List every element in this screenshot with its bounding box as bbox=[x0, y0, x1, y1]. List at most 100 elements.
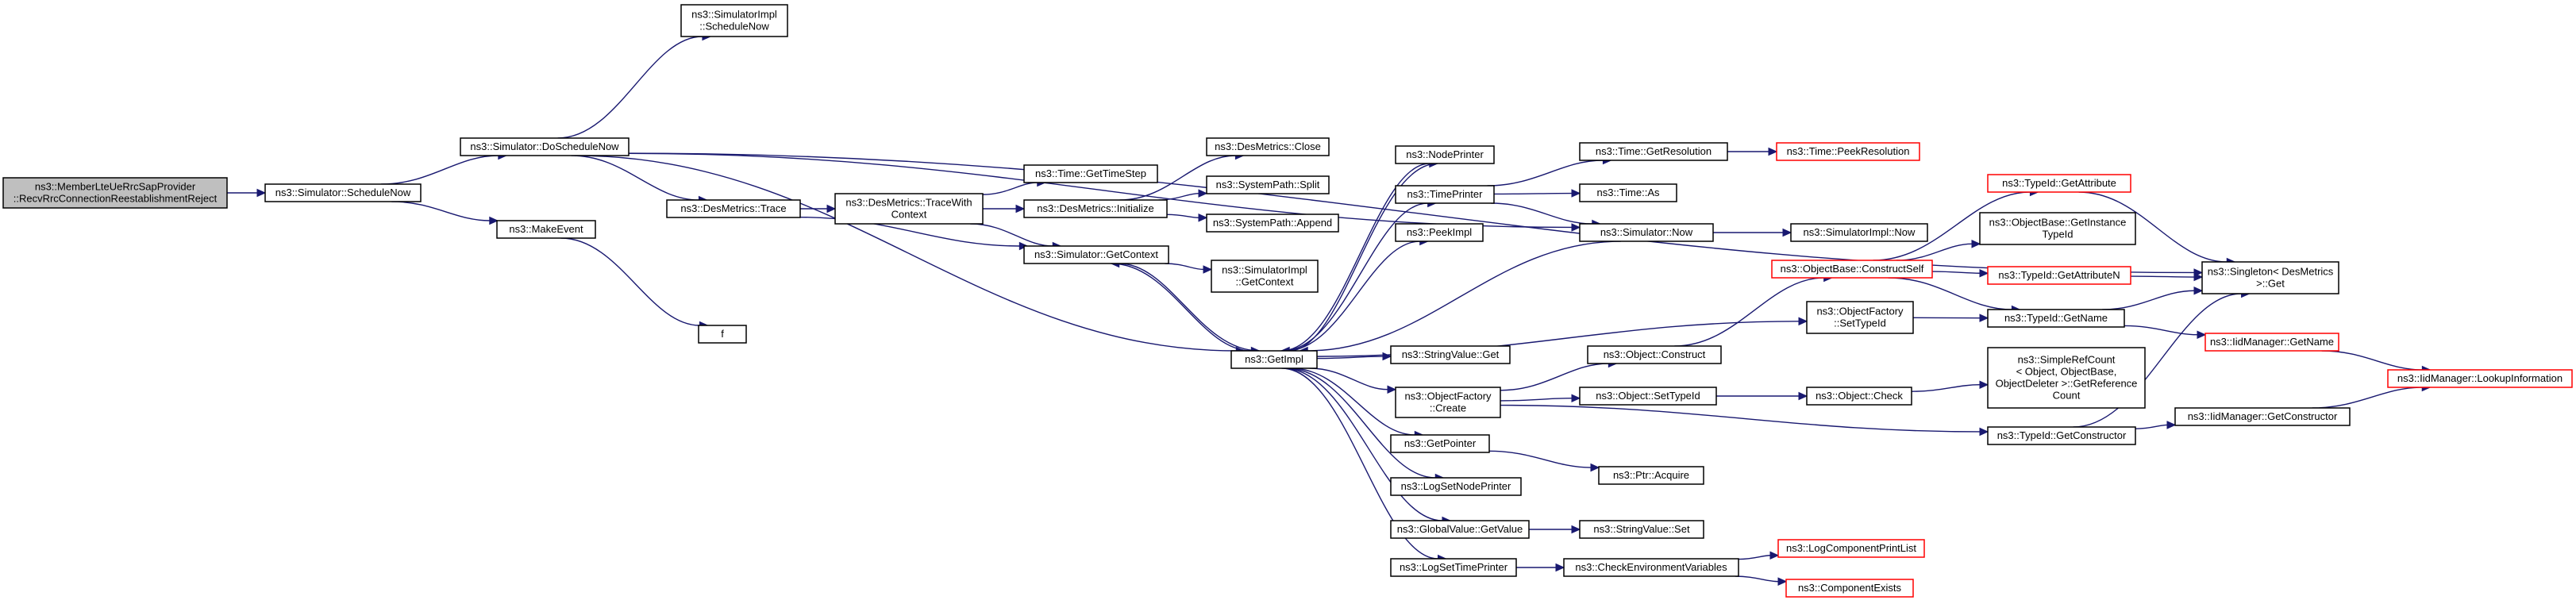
node-box bbox=[1987, 174, 2131, 193]
node-strval_get[interactable]: ns3::StringValue::Get bbox=[1390, 345, 1511, 364]
arrowhead-getimpl-to-objfactory_settypeid bbox=[1798, 317, 1808, 326]
arrowhead-gv_getvalue-to-strval_set bbox=[1571, 525, 1581, 534]
node-time_peekres[interactable]: ns3::Time::PeekResolution bbox=[1776, 142, 1920, 161]
node-box bbox=[496, 220, 596, 239]
arrowhead-time_getres-to-time_peekres bbox=[1768, 147, 1778, 156]
node-simimpl_schednow[interactable]: ns3::SimulatorImpl::ScheduleNow bbox=[680, 4, 788, 37]
edge-make_event-to-f bbox=[560, 237, 700, 326]
edge-getimpl-to-logsetnodeprinter bbox=[1286, 367, 1436, 479]
node-gv_getvalue[interactable]: ns3::GlobalValue::GetValue bbox=[1390, 520, 1530, 539]
node-sim_now[interactable]: ns3::Simulator::Now bbox=[1579, 223, 1714, 242]
node-objbase_constructself[interactable]: ns3::ObjectBase::ConstructSelf bbox=[1771, 260, 1933, 279]
node-iidmgr_lookup[interactable]: ns3::IidManager::LookupInformation bbox=[2387, 369, 2573, 388]
node-strval_set[interactable]: ns3::StringValue::Set bbox=[1579, 520, 1704, 539]
node-nodeprinter[interactable]: ns3::NodePrinter bbox=[1395, 145, 1495, 164]
node-iidmgr_getctor[interactable]: ns3::IidManager::GetConstructor bbox=[2174, 407, 2351, 426]
node-sched_now[interactable]: ns3::Simulator::ScheduleNow bbox=[264, 183, 422, 202]
node-box bbox=[1390, 558, 1517, 577]
node-time_as[interactable]: ns3::Time::As bbox=[1579, 183, 1677, 202]
node-box bbox=[1579, 387, 1717, 406]
node-des_init[interactable]: ns3::DesMetrics::Initialize bbox=[1023, 199, 1168, 218]
edge-do_sched_now-to-getimpl bbox=[574, 155, 1237, 352]
node-make_event[interactable]: ns3::MakeEvent bbox=[496, 220, 596, 239]
edge-des_init-to-des_close bbox=[1119, 155, 1236, 201]
node-compexists[interactable]: ns3::ComponentExists bbox=[1785, 579, 1914, 598]
node-singleton_get[interactable]: ns3::Singleton< DesMetrics >::Get bbox=[2201, 261, 2339, 294]
edge-sched_now-to-make_event bbox=[391, 201, 490, 221]
node-box bbox=[1790, 223, 1928, 242]
arrowhead-typeid_getctor-to-iidmgr_getctor bbox=[2166, 421, 2177, 429]
node-simimpl_getcontext[interactable]: ns3::SimulatorImpl::GetContext bbox=[1211, 260, 1319, 293]
node-box bbox=[2387, 369, 2573, 388]
node-sim_getcontext[interactable]: ns3::Simulator::GetContext bbox=[1023, 245, 1169, 264]
node-box bbox=[680, 4, 788, 37]
node-label: ns3::SimpleRefCount bbox=[2018, 354, 2116, 366]
node-logsetnodeprinter[interactable]: ns3::LogSetNodePrinter bbox=[1390, 477, 1522, 496]
node-typeid_getname[interactable]: ns3::TypeId::GetName bbox=[1987, 309, 2125, 328]
node-box bbox=[1785, 579, 1914, 598]
node-label: ns3::MakeEvent bbox=[509, 223, 583, 235]
node-label: ns3::Time::GetTimeStep bbox=[1035, 167, 1146, 179]
node-label: ns3::TypeId::GetAttribute bbox=[2002, 177, 2116, 189]
node-box bbox=[1390, 434, 1490, 453]
node-time_timestep[interactable]: ns3::Time::GetTimeStep bbox=[1023, 164, 1158, 183]
arrowhead-timeprinter-to-time_as bbox=[1571, 189, 1581, 198]
node-logcompprintlist[interactable]: ns3::LogComponentPrintList bbox=[1777, 539, 1925, 558]
node-do_sched_now[interactable]: ns3::Simulator::DoScheduleNow bbox=[460, 137, 630, 156]
node-objfactory_create[interactable]: ns3::ObjectFactory::Create bbox=[1395, 387, 1501, 418]
node-box bbox=[1023, 245, 1169, 264]
edge-typeid_getattr-to-singleton_get bbox=[2078, 191, 2228, 263]
node-label: >::Get bbox=[2256, 278, 2285, 290]
node-getpointer[interactable]: ns3::GetPointer bbox=[1390, 434, 1490, 453]
node-typeid_getattr[interactable]: ns3::TypeId::GetAttribute bbox=[1987, 174, 2131, 193]
node-timeprinter[interactable]: ns3::TimePrinter bbox=[1395, 185, 1495, 204]
node-des_trace[interactable]: ns3::DesMetrics::Trace bbox=[666, 199, 801, 218]
node-label: ::Create bbox=[1430, 402, 1466, 414]
node-box bbox=[1579, 183, 1677, 202]
node-box bbox=[1395, 145, 1495, 164]
edge-iidmgr_getname-to-iidmgr_lookup bbox=[2321, 350, 2423, 371]
node-object_settypeid[interactable]: ns3::Object::SetTypeId bbox=[1579, 387, 1717, 406]
node-des_close[interactable]: ns3::DesMetrics::Close bbox=[1206, 137, 1330, 156]
node-label: ns3::StringValue::Get bbox=[1402, 348, 1500, 360]
node-typeid_getattrn[interactable]: ns3::TypeId::GetAttributeN bbox=[1987, 266, 2131, 285]
node-object_construct[interactable]: ns3::Object::Construct bbox=[1587, 345, 1722, 364]
node-time_getres[interactable]: ns3::Time::GetResolution bbox=[1579, 142, 1728, 161]
arrowhead-trace_with_ctx-to-des_init bbox=[1015, 204, 1026, 214]
node-logsettimeprinter[interactable]: ns3::LogSetTimePrinter bbox=[1390, 558, 1517, 577]
node-syspath_split[interactable]: ns3::SystemPath::Split bbox=[1206, 175, 1330, 194]
node-box bbox=[1023, 199, 1168, 218]
node-ptr_acquire[interactable]: ns3::Ptr::Acquire bbox=[1598, 466, 1704, 485]
node-simimpl_now[interactable]: ns3::SimulatorImpl::Now bbox=[1790, 223, 1928, 242]
arrowhead-objfactory_create-to-object_settypeid bbox=[1571, 394, 1581, 403]
node-label: ns3::NodePrinter bbox=[1406, 148, 1484, 160]
node-label: ns3::Simulator::ScheduleNow bbox=[275, 187, 411, 198]
node-label: ns3::ComponentExists bbox=[1798, 582, 1902, 594]
arrowhead-objfactory_settypeid-to-typeid_getname bbox=[1979, 314, 1989, 322]
node-typeid_getctor[interactable]: ns3::TypeId::GetConstructor bbox=[1987, 426, 2136, 445]
arrowhead-check_env-to-logcompprintlist bbox=[1769, 551, 1780, 560]
node-objfactory_settypeid[interactable]: ns3::ObjectFactory::SetTypeId bbox=[1806, 301, 1914, 334]
node-label: ns3::GlobalValue::GetValue bbox=[1397, 523, 1523, 535]
node-label: ns3::MemberLteUeRrcSapProvider bbox=[35, 181, 196, 193]
node-root[interactable]: ns3::MemberLteUeRrcSapProvider::RecvRrcC… bbox=[2, 177, 228, 209]
node-peekimpl[interactable]: ns3::PeekImpl bbox=[1395, 223, 1484, 242]
node-syspath_append[interactable]: ns3::SystemPath::Append bbox=[1206, 214, 1339, 233]
node-label: ns3::LogComponentPrintList bbox=[1786, 542, 1916, 554]
node-label: ns3::Simulator::Now bbox=[1600, 226, 1693, 238]
node-iidmgr_getname[interactable]: ns3::IidManager::GetName bbox=[2204, 333, 2339, 352]
node-object_check[interactable]: ns3::Object::Check bbox=[1806, 387, 1912, 406]
arrowhead-getimpl-to-objfactory_create bbox=[1387, 385, 1397, 394]
node-f[interactable]: f bbox=[698, 325, 747, 344]
node-simplerefcount[interactable]: ns3::SimpleRefCount< Object, ObjectBase,… bbox=[1987, 347, 2146, 409]
node-box bbox=[1579, 520, 1704, 539]
node-box bbox=[1390, 477, 1522, 496]
node-getimpl[interactable]: ns3::GetImpl bbox=[1230, 350, 1318, 369]
edge-getimpl-to-nodeprinter bbox=[1281, 163, 1430, 352]
node-box bbox=[1579, 223, 1714, 242]
arrowhead-sim_now-to-simimpl_now bbox=[1782, 228, 1792, 237]
node-check_env[interactable]: ns3::CheckEnvironmentVariables bbox=[1563, 558, 1739, 577]
arrowhead-des_trace-to-trace_with_ctx bbox=[826, 204, 837, 214]
